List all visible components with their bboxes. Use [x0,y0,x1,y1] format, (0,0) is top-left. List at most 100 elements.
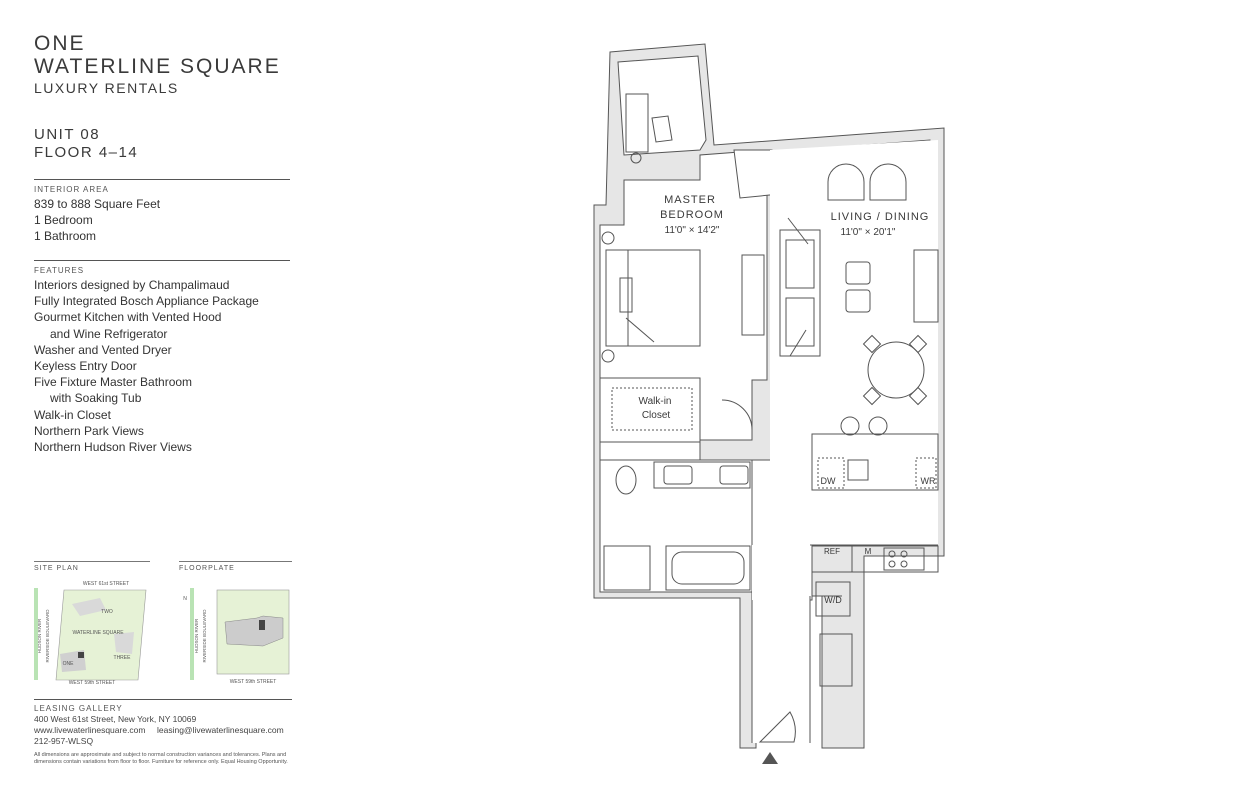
desk [625,93,649,153]
feature-item: Gourmet Kitchen with Vented Hood [34,310,222,325]
disclaimer-line-1: All dimensions are approximate and subje… [34,752,287,758]
bottom-street-label: WEST 59th STREET [230,679,277,685]
center-label: WATERLINE SQUARE [72,630,124,636]
leasing-phone: 212-957-WLSQ [34,736,94,746]
building-two [72,598,106,616]
leasing-email[interactable]: leasing@livewaterlinesquare.com [157,725,284,735]
coat-closet [819,633,853,687]
unit-number: UNIT 08 [34,126,101,143]
bottom-street-label: WEST 59th STREET [69,680,116,686]
dining-table [867,341,925,399]
wine-refrigerator [915,457,937,489]
balcony [617,55,707,156]
floorplate-heading: FLOORPLATE [179,565,235,572]
building-three [114,632,134,654]
floor-lamp-bottom [789,329,807,357]
leasing-heading: LEASING GALLERY [34,704,123,713]
river-label: HUDSON RIVER [194,618,199,653]
feature-item: Washer and Vented Dryer [34,342,172,357]
burner [888,560,896,568]
master-title-2: BEDROOM [660,209,724,221]
closet-door-arc [721,399,753,431]
feature-item: and Wine Refrigerator [50,326,168,341]
three-label: THREE [114,655,132,661]
hallway [752,545,810,743]
dw-label: DW [821,476,836,486]
building-name: ONE WATERLINE SQUARE [34,32,281,78]
leasing-address: 400 West 61st Street, New York, NY 10069 [34,714,197,724]
two-label: TWO [101,609,113,615]
bed [605,249,701,347]
bar-stool [840,416,860,436]
floor-range: FLOOR 4–14 [34,144,139,161]
armchair-left [827,163,865,201]
top-street-label: WEST 61st STREET [83,581,129,587]
site-plan: SITE PLAN [34,561,150,572]
tub-basin [671,551,745,585]
bedroom-count: 1 Bedroom [34,213,93,228]
interior-area: 839 to 888 Square Feet [34,197,161,211]
bed-blanket-fold [625,317,655,343]
wd-label: W/D [824,595,842,605]
one-label: ONE [63,661,75,667]
interior-area-heading: INTERIOR AREA [34,185,109,194]
dining-chair [908,334,928,354]
sofa-cushion-top [785,239,815,289]
kitchen-sink [847,459,869,481]
dresser [741,254,765,336]
river-strip [34,588,38,680]
walk-in-closet [599,377,701,443]
feature-item: with Soaking Tub [50,391,142,406]
river-label: HUDSON RIVER [37,618,42,653]
feature-item: Fully Integrated Bosch Appliance Package [34,294,259,309]
leasing-website[interactable]: www.livewaterlinesquare.com [34,725,146,735]
floorplate: FLOORPLATE [179,561,292,572]
wr-label: WR [921,476,936,486]
vanity [653,461,751,489]
floorplate-map: N HUDSON RIVER RIVERSIDE BOULEVARD WEST … [183,588,290,685]
feature-item: Walk-in Closet [34,407,111,422]
north-label: N [183,596,187,602]
soaking-tub [665,545,751,591]
floor-lamp-top [787,217,809,245]
divider [34,699,292,700]
divider [34,260,290,261]
dining-chair [908,386,928,406]
feature-item: Keyless Entry Door [34,359,137,374]
burner [900,560,908,568]
feature-item: Northern Park Views [34,423,144,438]
boulevard-label: RIVERSIDE BOULEVARD [202,609,207,663]
media-console [913,249,939,323]
dining-chair [862,334,882,354]
building-one-marker [78,652,84,658]
nightstand-lamp-top [601,231,615,245]
sofa-cushion-bottom [785,297,815,347]
title-line-1: ONE [34,32,86,55]
site-plan-map: WEST 61st STREET WEST 59th STREET HUDSON… [34,581,147,686]
floorplate-building [224,615,284,647]
features-list: Interiors designed by Champalimaud Fully… [34,277,259,455]
bed-headboard [605,249,629,347]
closet-rods [611,387,693,431]
shower [603,545,651,591]
living-fill [770,140,938,545]
site-plan-heading: SITE PLAN [34,565,79,572]
subtitle: LUXURY RENTALS [34,80,179,96]
feature-item: Five Fixture Master Bathroom [34,375,193,390]
sofa [779,229,821,357]
burner [900,550,908,558]
dining-chair [862,386,882,406]
closet-label-1: Walk-in [639,396,672,407]
cooktop [883,547,925,571]
kitchen-counter [811,545,939,573]
title-line-2: WATERLINE SQUARE [34,55,281,78]
nightstand-lamp-bottom [601,349,615,363]
desk-chair [651,115,673,143]
ottoman-top [845,261,871,285]
closet-label-2: Closet [642,410,671,421]
river-strip [190,588,194,680]
sink-right [719,465,749,485]
unit-marker [259,620,265,630]
unit-block: UNIT 08 FLOOR 4–14 [34,126,138,162]
